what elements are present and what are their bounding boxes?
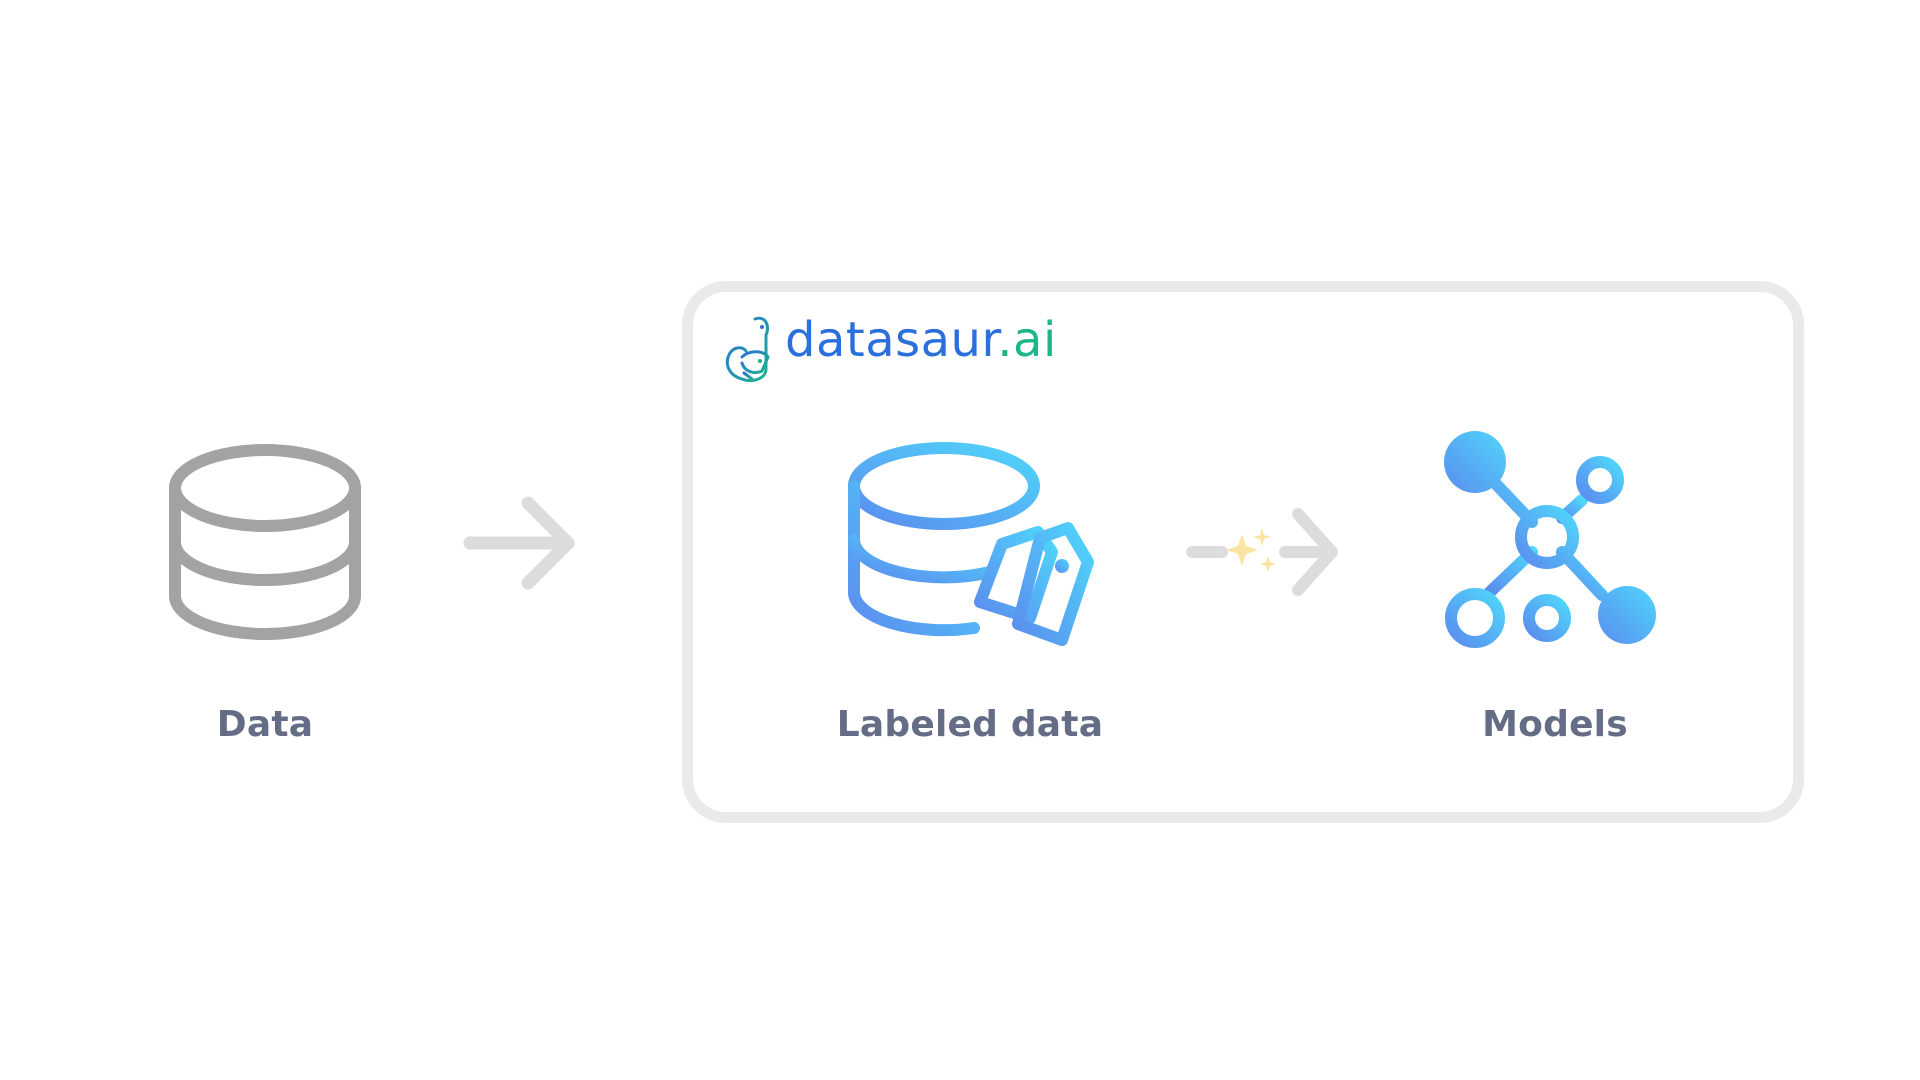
network-graph-icon (1444, 431, 1656, 648)
tagged-database-icon (847, 442, 1094, 646)
dinosaur-logo-icon (725, 316, 770, 383)
brand-name: datasaur.ai (785, 316, 1057, 364)
brand-name-suffix: .ai (997, 312, 1057, 368)
database-icon (169, 444, 361, 640)
datasaur-platform-panel (682, 281, 1804, 823)
models-label: Models (1482, 704, 1628, 745)
brand-name-main: datasaur (785, 312, 998, 368)
sparkle-arrow-right-icon (1186, 508, 1338, 596)
data-label: Data (216, 704, 314, 745)
arrow-right-icon (463, 496, 575, 590)
labeled-data-label: Labeled data (836, 704, 1104, 745)
